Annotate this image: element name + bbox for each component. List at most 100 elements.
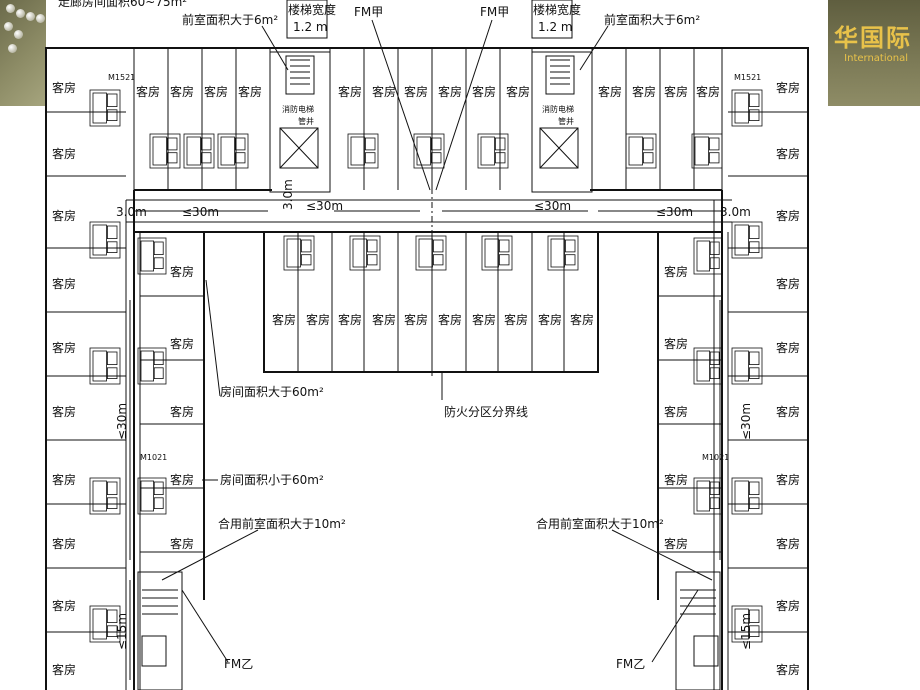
sink-fixture (430, 152, 442, 164)
toilet-fixture (107, 225, 118, 240)
stair-core-right (531, 51, 593, 193)
dim-right-3m: 3.0m (720, 205, 751, 219)
annotation-fm-left: FM甲 (354, 5, 383, 19)
toilet-fixture (565, 239, 576, 253)
toilet-fixture (366, 239, 378, 253)
bathtub-fixture (550, 238, 565, 268)
bathroom-unit (137, 477, 167, 515)
room-label: 客房 (438, 312, 462, 327)
bathtub-fixture (220, 136, 235, 166)
annotation-fm-right: FM甲 (480, 5, 509, 19)
bathroom-unit (731, 347, 763, 385)
dim-right-vert-30m: ≤30m (739, 403, 753, 440)
toilet-fixture (234, 137, 246, 151)
bathtub-fixture (480, 136, 495, 166)
sink-fixture (366, 254, 378, 266)
stair-width-right-title: 楼梯宽度 (533, 2, 581, 17)
toilet-fixture (167, 137, 178, 151)
bathroom-unit (415, 235, 447, 271)
bathtub-fixture (734, 350, 749, 382)
room-label: 客房 (570, 312, 594, 327)
bathroom-unit (349, 235, 381, 271)
door-m1021-right: M1021 (702, 453, 729, 462)
stair-width-box-left (286, 0, 328, 39)
room-label: 客房 (776, 598, 800, 613)
sink-fixture (364, 152, 376, 164)
toilet-fixture (364, 137, 376, 151)
toilet-fixture (749, 225, 760, 240)
sink-fixture (749, 625, 760, 637)
bathroom-unit (481, 235, 513, 271)
bathroom-unit (89, 477, 121, 515)
door-m1021-left: M1021 (140, 453, 167, 462)
annotation-fire-zone-line: 防火分区分界线 (444, 404, 528, 419)
annotation-shared-front-right: 合用前室面积大于10m² (536, 516, 664, 531)
room-label: 客房 (664, 84, 688, 99)
bathroom-unit (693, 477, 723, 515)
sink-fixture (565, 254, 576, 266)
bathroom-unit (691, 133, 723, 169)
bathtub-fixture (694, 136, 709, 166)
room-label: 客房 (52, 146, 76, 161)
room-label: 客房 (136, 84, 160, 99)
bathroom-unit (731, 605, 763, 643)
tag-pipe-right: 管井 (558, 116, 574, 126)
stair-width-left-value: 1.2 m (293, 20, 328, 34)
dim-left-vert-30m: ≤30m (115, 403, 129, 440)
room-label: 客房 (776, 536, 800, 551)
bathtub-fixture (734, 92, 749, 124)
toilet-fixture (107, 93, 118, 108)
bathroom-unit (137, 347, 167, 385)
room-label: 客房 (52, 472, 76, 487)
toilet-fixture (153, 481, 164, 496)
room-label: 客房 (696, 84, 720, 99)
sink-fixture (494, 152, 506, 164)
bathtub-fixture (92, 608, 107, 640)
toilet-fixture (432, 239, 444, 253)
room-label: 客房 (776, 80, 800, 95)
stair-width-left-title: 楼梯宽度 (288, 2, 336, 17)
bathtub-fixture (92, 224, 107, 256)
room-label: 客房 (338, 312, 362, 327)
decorative-corner (0, 0, 46, 106)
bathroom-fixtures (89, 89, 763, 643)
room-label: 客房 (472, 312, 496, 327)
room-label: 客房 (306, 312, 330, 327)
sink-fixture (153, 257, 164, 269)
sink-fixture (107, 367, 118, 379)
room-label: 客房 (776, 208, 800, 223)
bathroom-unit (625, 133, 657, 169)
room-partitions (46, 47, 808, 633)
dim-right-vert-15m: ≤15m (739, 613, 753, 650)
floor-plan: 客房客房客房客房客房客房客房客房客房客房客房客房客房客房客房客房客房客房客房客房… (42, 0, 832, 690)
dim-right-30m: ≤30m (656, 205, 693, 219)
toilet-fixture (749, 481, 760, 496)
bathroom-unit (693, 237, 723, 275)
sink-fixture (432, 254, 444, 266)
room-label: 客房 (52, 208, 76, 223)
sink-fixture (643, 152, 654, 164)
room-label: 客房 (170, 472, 194, 487)
bathroom-unit (283, 235, 315, 271)
room-label: 客房 (632, 84, 656, 99)
tag-elevator-right: 消防电梯 (542, 104, 574, 114)
bathtub-fixture (92, 92, 107, 124)
room-label: 客房 (664, 336, 688, 351)
toilet-fixture (107, 609, 118, 624)
room-label: 客房 (776, 146, 800, 161)
room-label: 客房 (52, 598, 76, 613)
sink-fixture (107, 497, 118, 509)
sink-fixture (709, 367, 720, 379)
room-label: 客房 (52, 536, 76, 551)
bathroom-unit (693, 347, 723, 385)
bathtub-fixture (696, 480, 711, 512)
room-labels: 客房客房客房客房客房客房客房客房客房客房客房客房客房客房客房客房客房客房客房客房… (52, 80, 800, 677)
bathtub-fixture (140, 480, 155, 512)
room-label: 客房 (372, 312, 396, 327)
room-label: 客房 (204, 84, 228, 99)
annotation-room-area-lt: 房间面积小于60m² (220, 472, 324, 487)
bathroom-unit (149, 133, 181, 169)
toilet-fixture (200, 137, 212, 151)
label-bg (600, 10, 704, 28)
dim-left-center-3m: 3.0m (281, 179, 295, 210)
